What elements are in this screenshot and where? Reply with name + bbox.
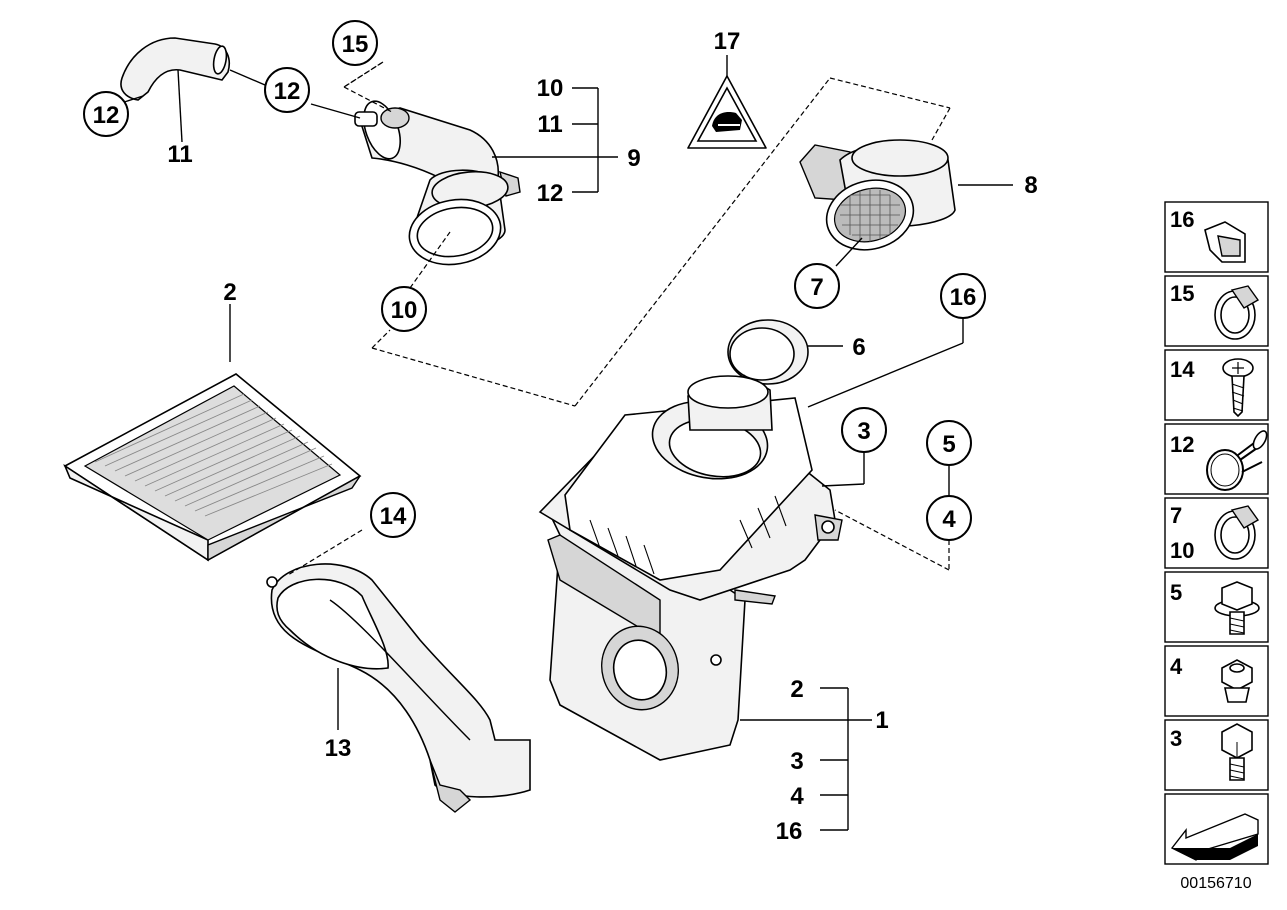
group-label-2: 2 [790,676,803,703]
label-10-bracket: 10 [537,75,564,102]
intake-boot-part-9 [354,100,521,266]
svg-text:5: 5 [1170,580,1182,605]
label-13: 13 [325,735,352,762]
arrow-icon [1170,813,1259,861]
label-1: 1 [875,707,888,734]
key-row-15: 15 [1164,275,1269,347]
label-2: 2 [223,279,236,306]
clip-icon [1204,221,1246,263]
label-11: 11 [167,141,192,168]
svg-text:15: 15 [1170,281,1194,306]
key-row-12: 12 [1164,423,1269,495]
hose-clamp-icon [1214,505,1260,560]
label-17: 17 [714,28,741,55]
screw-icon [1222,358,1254,418]
svg-text:15: 15 [342,31,369,58]
callout-14: 14 [370,492,416,538]
group-label-3: 3 [790,748,803,775]
callout-15: 15 [332,20,378,66]
group-label-16: 16 [776,818,803,845]
intake-duct-part-13 [266,563,531,813]
svg-text:7: 7 [1170,503,1182,528]
svg-text:4: 4 [1170,654,1183,679]
svg-text:14: 14 [1170,357,1195,382]
svg-text:10: 10 [391,297,418,324]
svg-text:16: 16 [950,284,977,311]
svg-text:3: 3 [1170,726,1182,751]
key-row-14: 14 [1164,349,1269,421]
air-filter-part-2 [63,373,362,562]
label-9: 9 [627,145,640,172]
label-12-bracket: 12 [537,180,564,207]
svg-text:10: 10 [1170,538,1194,563]
key-row-16: 16 [1164,201,1269,273]
key-row-4: 4 [1164,645,1269,717]
air-mass-sensor-part-8 [799,139,956,251]
svg-text:14: 14 [380,503,407,530]
hose-part-11 [120,37,231,143]
key-row-3: 3 [1164,719,1269,791]
hose-clamp-icon [1214,285,1260,340]
label-11-bracket: 11 [537,111,562,138]
key-row-5: 5 [1164,571,1269,643]
svg-text:4: 4 [942,506,956,533]
group-label-4: 4 [790,783,804,810]
key-panel: 16 15 14 [1164,201,1269,865]
svg-text:3: 3 [857,418,870,445]
svg-text:16: 16 [1170,207,1194,232]
warning-label-17 [687,75,767,149]
diagram-number: 00156710 [1180,875,1251,892]
svg-text:12: 12 [93,102,120,129]
svg-text:5: 5 [942,431,955,458]
ring-part-6 [727,319,809,385]
svg-text:12: 12 [274,78,301,105]
callout-16: 16 [940,273,986,319]
callout-10: 10 [381,286,427,332]
nut-icon [1221,659,1253,703]
callout-12-right: 12 [264,67,310,113]
svg-text:7: 7 [810,274,823,301]
callout-3: 3 [841,407,887,453]
key-row-7-10: 7 10 [1164,497,1269,569]
callout-12-left: 12 [83,91,129,137]
label-6: 6 [852,334,865,361]
flange-bolt-icon [1214,581,1260,635]
callout-7: 7 [794,263,840,309]
callout-4: 4 [926,495,972,541]
key-row-arrow [1164,793,1269,865]
hex-bolt-icon [1221,723,1253,781]
air-box-part-1 [538,375,843,761]
callout-5: 5 [926,420,972,466]
svg-text:12: 12 [1170,432,1194,457]
spring-clamp-icon [1206,430,1268,491]
label-8: 8 [1024,172,1037,199]
